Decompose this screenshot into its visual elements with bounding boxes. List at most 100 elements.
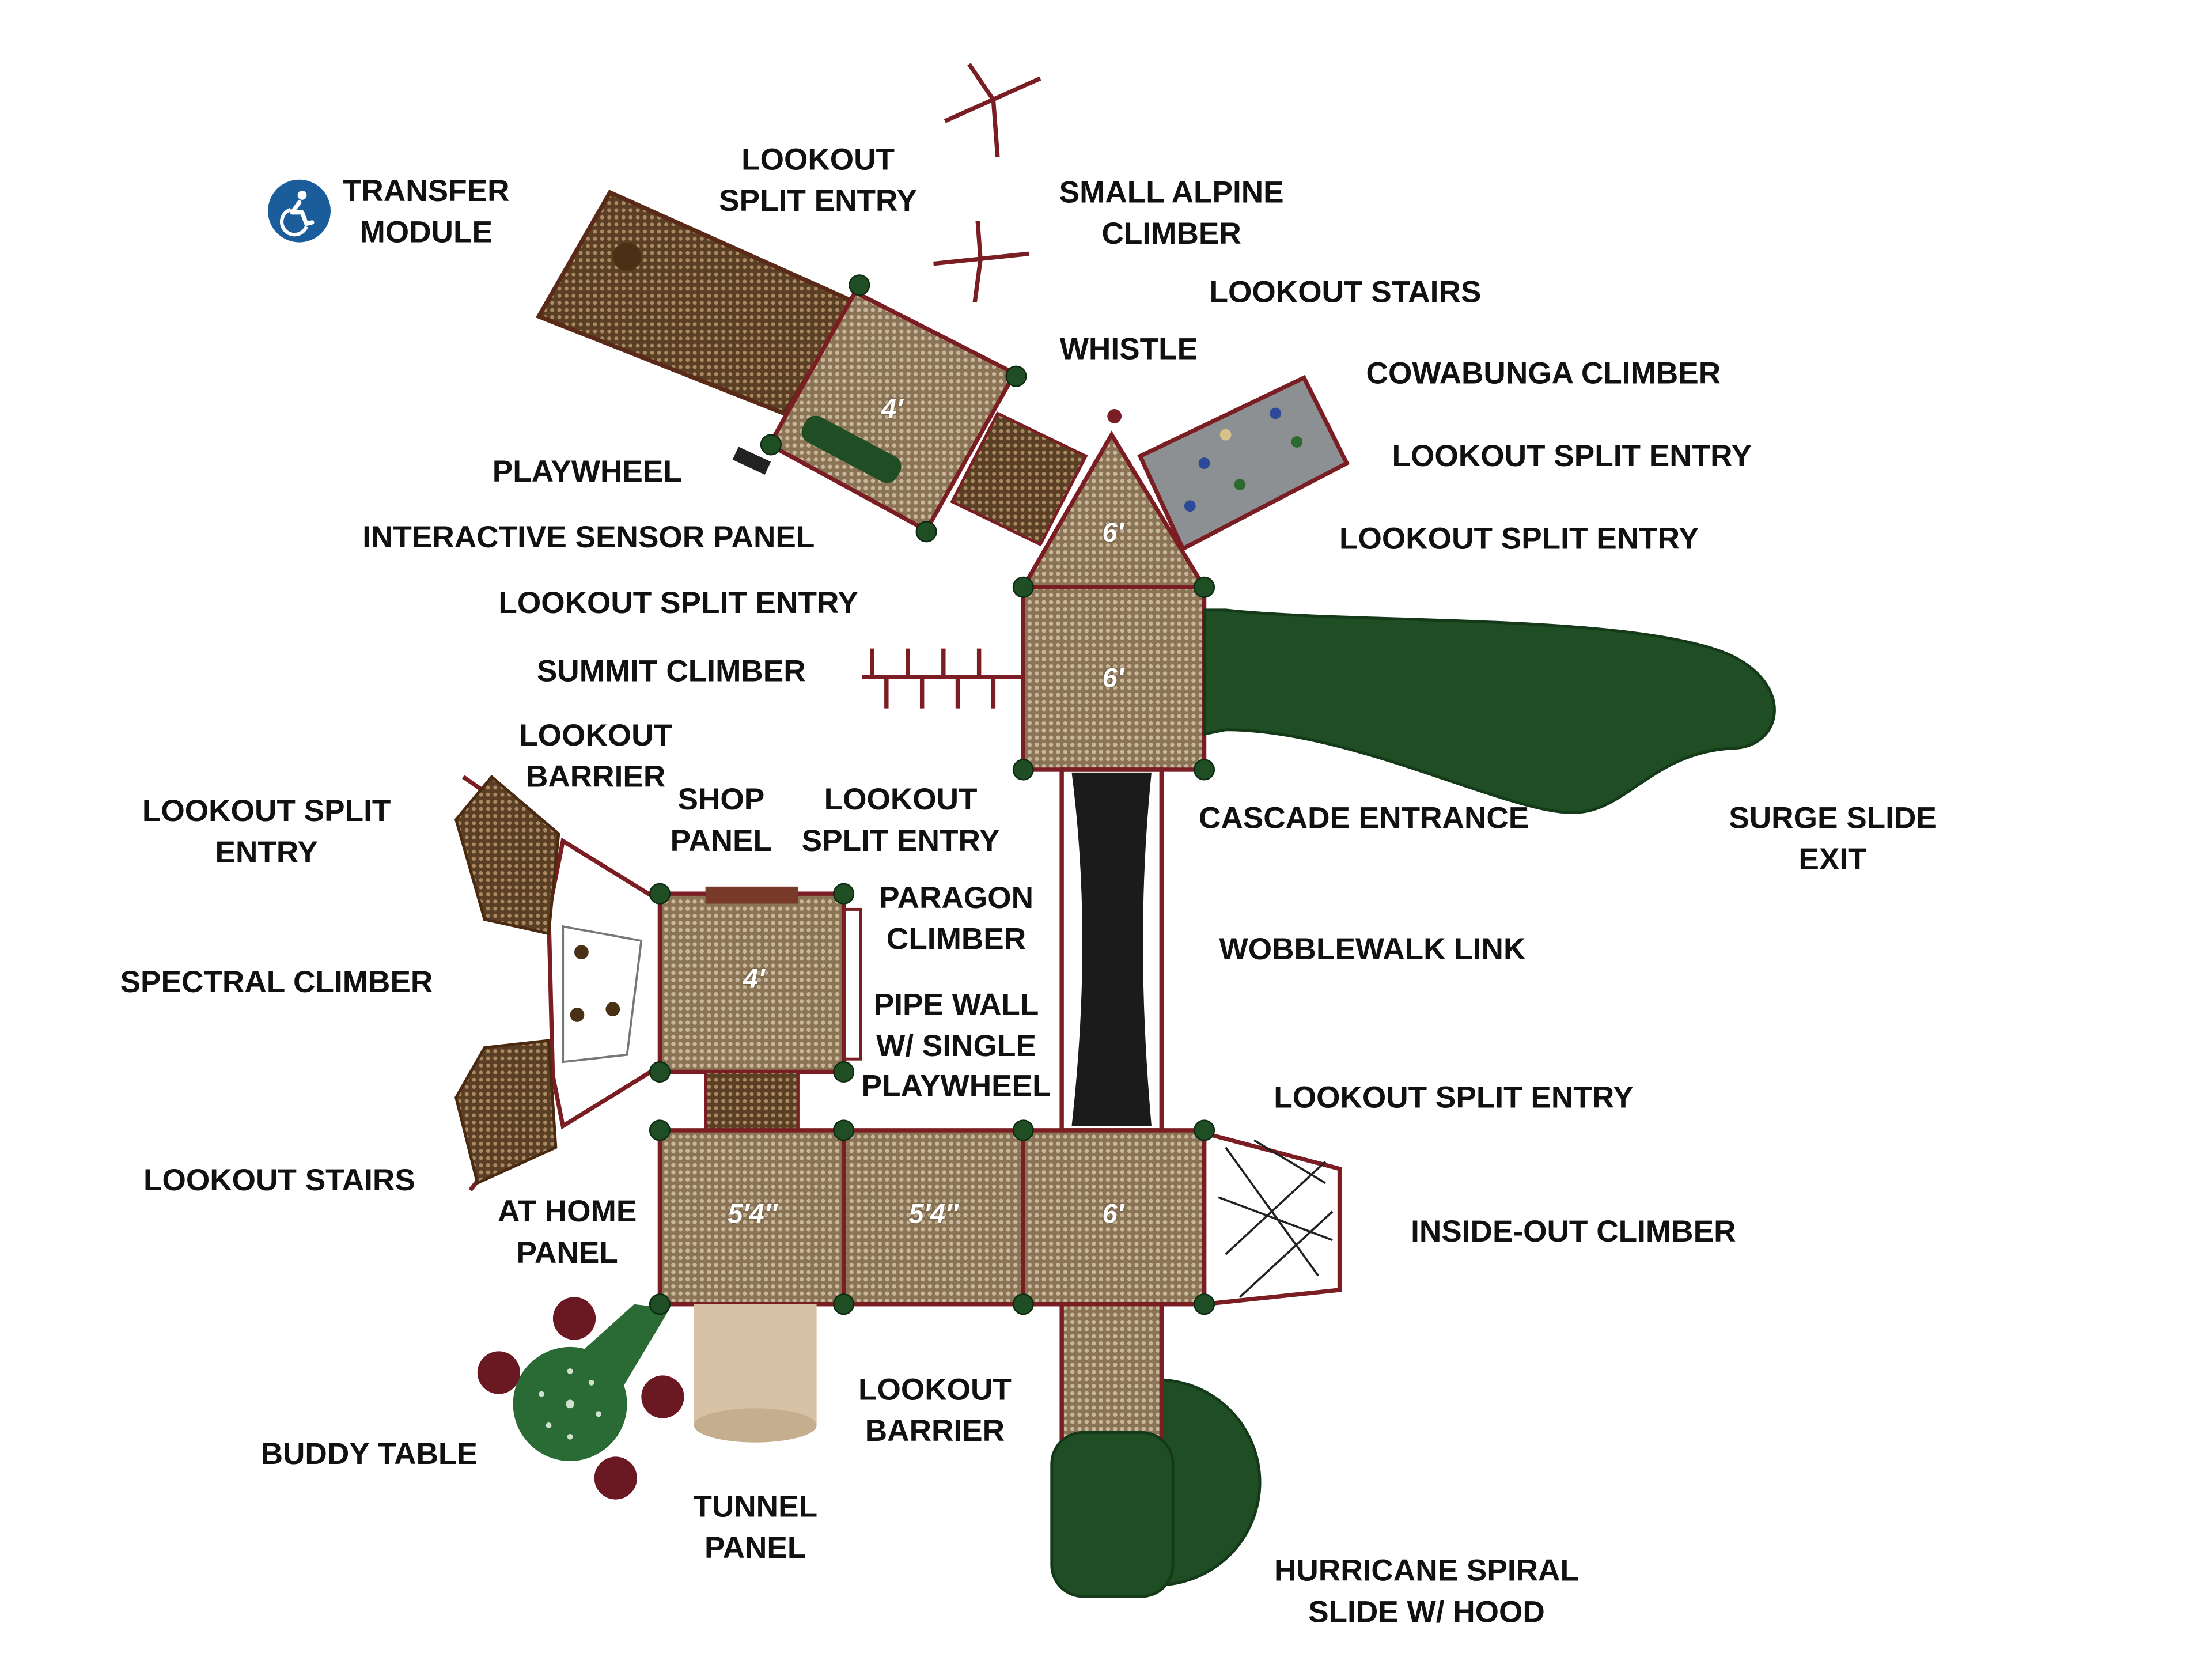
label-line: LOOKOUT bbox=[824, 782, 978, 817]
label-lookout-barrier: LOOKOUT BARRIER bbox=[858, 1370, 1012, 1451]
label-inside-out-climber: INSIDE-OUT CLIMBER bbox=[1411, 1212, 1736, 1253]
summit-climber bbox=[862, 648, 1024, 709]
label-line: PANEL bbox=[704, 1530, 806, 1565]
label-lookout-split-entry: LOOKOUT SPLIT ENTRY bbox=[719, 139, 917, 221]
label-at-home-panel: AT HOME PANEL bbox=[498, 1191, 637, 1273]
deck-height-label: 5′4″ bbox=[728, 1200, 778, 1231]
label-line: SMALL ALPINE bbox=[1059, 175, 1284, 210]
deck-height-label: 5′4″ bbox=[908, 1200, 959, 1231]
label-line: LOOKOUT STAIRS bbox=[1209, 275, 1482, 309]
label-buddy-table: BUDDY TABLE bbox=[261, 1434, 478, 1475]
label-lookout-stairs: LOOKOUT STAIRS bbox=[143, 1160, 415, 1201]
label-line: CASCADE ENTRANCE bbox=[1198, 801, 1529, 835]
slide-hood bbox=[1050, 1431, 1175, 1598]
label-line: LOOKOUT SPLIT ENTRY bbox=[1339, 521, 1699, 556]
deck-height-label: 6′ bbox=[1102, 1200, 1124, 1231]
label-line: LOOKOUT SPLIT ENTRY bbox=[1392, 438, 1752, 474]
label-line: AT HOME bbox=[497, 1194, 637, 1229]
label-line: SPLIT ENTRY bbox=[719, 183, 917, 218]
bottom-decks bbox=[657, 1128, 1207, 1307]
label-line: PLAYWHEEL bbox=[492, 455, 682, 489]
label-line: CLIMBER bbox=[886, 921, 1027, 956]
label-line: PARAGON bbox=[879, 880, 1034, 915]
label-line: SUMMIT CLIMBER bbox=[536, 654, 806, 688]
deck-height-label: 6′ bbox=[1102, 519, 1124, 549]
label-whistle: WHISTLE bbox=[1060, 329, 1198, 370]
label-line: CLIMBER bbox=[1101, 215, 1241, 251]
label-line: PLAYWHEEL bbox=[861, 1069, 1051, 1103]
wobblewalk-link bbox=[1059, 767, 1164, 1133]
label-lookout-split-entry: LOOKOUT SPLIT ENTRY bbox=[802, 780, 1000, 861]
label-line: PANEL bbox=[516, 1235, 618, 1270]
link-small bbox=[704, 1070, 800, 1132]
label-lookout-split-entry: LOOKOUT SPLIT ENTRY bbox=[1274, 1077, 1634, 1118]
label-small-alpine-climber: SMALL ALPINE CLIMBER bbox=[1059, 172, 1284, 253]
label-line: W/ SINGLE bbox=[876, 1028, 1036, 1063]
lookout-stairs bbox=[950, 411, 1088, 547]
label-line: PANEL bbox=[670, 823, 772, 858]
label-cascade-entrance: CASCADE ENTRANCE bbox=[1199, 798, 1529, 839]
label-lookout-split-entry: LOOKOUT SPLIT ENTRY bbox=[1392, 436, 1752, 477]
label-line: LOOKOUT STAIRS bbox=[143, 1163, 415, 1198]
label-line: SLIDE W/ HOOD bbox=[1308, 1594, 1545, 1629]
label-interactive-sensor-panel: INTERACTIVE SENSOR PANEL bbox=[362, 517, 815, 558]
wheelchair-accessible-icon bbox=[268, 179, 331, 243]
playwheel bbox=[732, 415, 902, 483]
label-line: SHOP bbox=[677, 782, 765, 817]
label-pipe-wall-single-playwheel: PIPE WALL W/ SINGLE PLAYWHEEL bbox=[862, 985, 1051, 1107]
support-posts bbox=[649, 274, 1215, 1315]
label-lookout-split-entry: LOOKOUT SPLIT ENTRY bbox=[142, 791, 391, 872]
label-summit-climber: SUMMIT CLIMBER bbox=[537, 652, 806, 693]
label-shop-panel: SHOP PANEL bbox=[671, 780, 772, 861]
label-lookout-split-entry: LOOKOUT SPLIT ENTRY bbox=[1339, 519, 1699, 560]
label-spectral-climber: SPECTRAL CLIMBER bbox=[120, 962, 433, 1003]
label-line: LOOKOUT SPLIT bbox=[142, 794, 391, 828]
label-lookout-stairs: LOOKOUT STAIRS bbox=[1210, 273, 1482, 313]
label-line: EXIT bbox=[1798, 841, 1867, 876]
buddy-table bbox=[477, 1297, 684, 1500]
lower-link bbox=[1059, 1301, 1164, 1442]
surge-slide bbox=[1203, 608, 1776, 814]
label-line: MODULE bbox=[359, 214, 493, 249]
label-surge-slide-exit: SURGE SLIDE EXIT bbox=[1729, 798, 1937, 879]
lookout-split-entry-left-upper bbox=[454, 774, 560, 936]
label-line: LOOKOUT bbox=[519, 718, 673, 753]
label-line: LOOKOUT bbox=[741, 142, 895, 177]
label-line: LOOKOUT SPLIT ENTRY bbox=[1274, 1080, 1634, 1115]
label-line: COWABUNGA CLIMBER bbox=[1366, 356, 1721, 391]
label-line: INSIDE-OUT CLIMBER bbox=[1411, 1214, 1736, 1249]
label-line: SPECTRAL CLIMBER bbox=[120, 964, 433, 1000]
label-wobblewalk-link: WOBBLEWALK LINK bbox=[1219, 929, 1526, 970]
label-lookout-split-entry: LOOKOUT SPLIT ENTRY bbox=[498, 583, 858, 624]
deck-height-label: 6′ bbox=[1102, 664, 1124, 694]
label-line: SPLIT ENTRY bbox=[801, 823, 1000, 858]
label-line: ENTRY bbox=[215, 834, 318, 869]
inside-out-climber bbox=[1202, 1130, 1342, 1307]
deck-height-label: 4′ bbox=[881, 395, 903, 425]
small-alpine-climber bbox=[933, 63, 1041, 302]
label-line: LOOKOUT SPLIT ENTRY bbox=[498, 585, 858, 620]
label-line: INTERACTIVE SENSOR PANEL bbox=[362, 520, 815, 555]
label-line: WOBBLEWALK LINK bbox=[1219, 932, 1526, 967]
cowabunga-climber bbox=[1137, 374, 1350, 552]
deck-4ft-left bbox=[657, 891, 846, 1074]
label-line: WHISTLE bbox=[1059, 332, 1198, 366]
label-line: TRANSFER bbox=[342, 173, 510, 209]
label-line: PIPE WALL bbox=[873, 987, 1039, 1022]
label-cowabunga-climber: COWABUNGA CLIMBER bbox=[1366, 354, 1721, 395]
label-line: SURGE SLIDE bbox=[1729, 801, 1937, 835]
label-line: LOOKOUT bbox=[858, 1372, 1012, 1407]
deck-6ft-upper bbox=[1021, 585, 1207, 772]
label-transfer-module: TRANSFER MODULE bbox=[343, 171, 510, 252]
label-line: BARRIER bbox=[865, 1413, 1005, 1448]
label-playwheel: PLAYWHEEL bbox=[493, 452, 682, 493]
shop-panel bbox=[705, 886, 798, 904]
label-paragon-climber: PARAGON CLIMBER bbox=[879, 878, 1033, 959]
label-line: BUDDY TABLE bbox=[260, 1436, 478, 1471]
lookout-stairs-left bbox=[454, 1039, 558, 1185]
